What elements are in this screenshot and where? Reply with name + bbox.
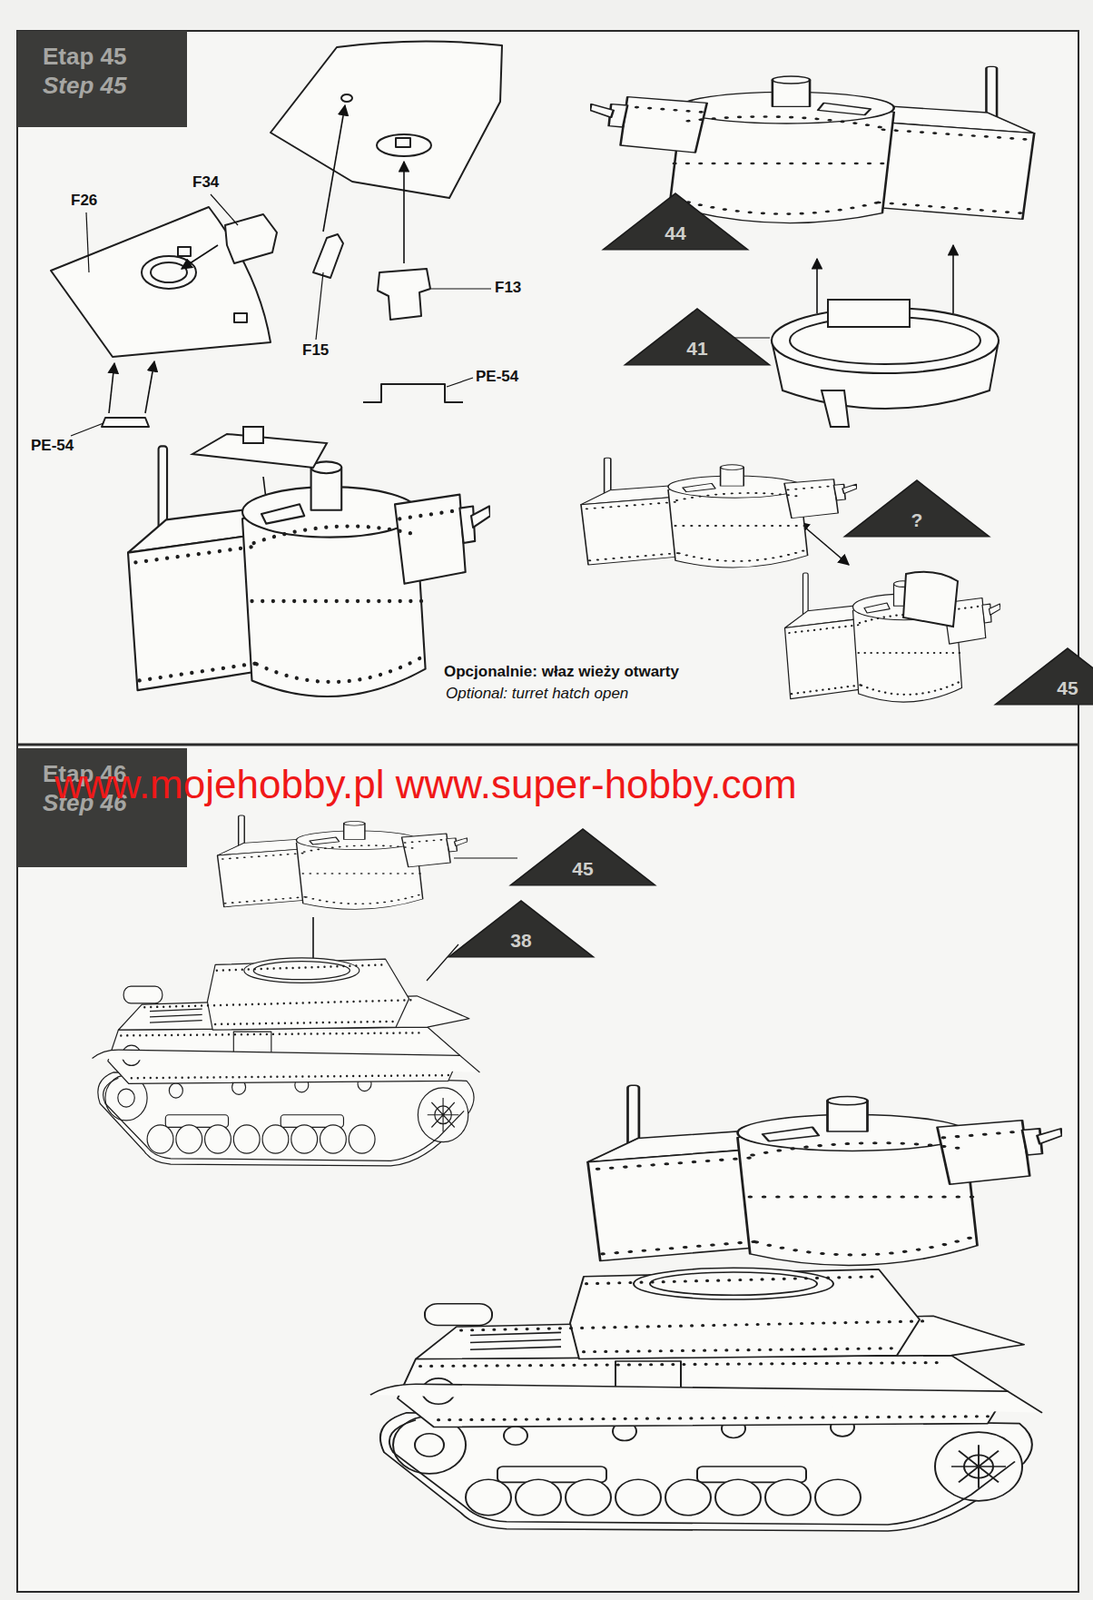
illustration-line [341, 94, 353, 102]
illustration-line [108, 363, 115, 414]
part-number: F26 [70, 191, 98, 210]
illustration-line [376, 134, 432, 157]
illustration-line [192, 426, 327, 468]
illustration-line [70, 423, 104, 436]
illustration-line [395, 137, 411, 148]
illustration-line [588, 1084, 1064, 1265]
part-number: PE-54 [30, 436, 74, 455]
illustration-line [816, 258, 818, 314]
illustration-line [377, 268, 431, 320]
illustration-line [17, 743, 1079, 747]
illustration-line [150, 262, 188, 283]
illustration-line [370, 1267, 1043, 1531]
illustration-line [210, 194, 238, 226]
illustration-line [243, 426, 264, 444]
part-number: F34 [192, 173, 219, 192]
illustration-line [580, 457, 857, 568]
assembly-arrows [108, 105, 954, 990]
illustration-line [827, 299, 910, 327]
option-note: Opcjonalnie: właz wieży otwarty [443, 661, 680, 682]
illustration-line [234, 313, 247, 323]
step-title: Etap 45 [42, 41, 173, 71]
callout-number: 45 [993, 677, 1093, 700]
part-number: F13 [494, 278, 522, 297]
tank-drawings [92, 815, 1063, 1531]
illustration-line [92, 957, 481, 1166]
illustration-line [225, 214, 277, 264]
turret-drawings [128, 66, 1034, 702]
illustration-line [270, 40, 503, 198]
callout-number: 38 [446, 929, 596, 952]
illustration-line [771, 299, 999, 427]
illustration-line [403, 161, 405, 264]
illustration-line [821, 390, 849, 427]
callout-triangle: 38 [446, 899, 596, 958]
illustration-line [903, 571, 958, 627]
illustration-line [590, 66, 1034, 223]
part-number: F15 [302, 341, 329, 360]
illustration-line [17, 30, 1079, 1592]
illustration-line [785, 572, 1002, 702]
illustration-line [323, 105, 345, 232]
illustration-line [141, 256, 197, 289]
illustration-line [453, 856, 518, 858]
illustration-line [145, 361, 155, 414]
callout-triangle: 45 [993, 647, 1093, 706]
illustration-line [181, 245, 218, 269]
illustration-line [86, 212, 89, 273]
illustration-line [128, 445, 491, 697]
callout-number: 44 [600, 222, 750, 245]
illustration-line [313, 234, 344, 278]
callout-triangle: ? [842, 479, 992, 538]
step-title: Step 45 [42, 70, 173, 100]
illustration-line [431, 287, 492, 289]
callout-number: 45 [508, 857, 658, 880]
page-frame [17, 30, 1079, 1592]
triangle-outline [994, 648, 1093, 705]
callout-number: ? [842, 509, 992, 532]
illustration-line [590, 66, 1034, 223]
illustration-line [315, 272, 324, 340]
illustration-line [101, 417, 149, 427]
callout-triangle: 45 [508, 827, 658, 887]
illustration-line [177, 246, 191, 257]
illustration-line [446, 377, 473, 387]
watermark: www.mojehobby.pl www.super-hobby.com [54, 760, 798, 808]
illustration-line [217, 815, 469, 909]
illustration-line [952, 245, 955, 314]
option-note: Optional: turret hatch open [445, 683, 629, 704]
callout-number: 41 [622, 337, 772, 360]
step-header: Etap 45Step 45 [17, 30, 188, 128]
illustration-line [426, 944, 459, 981]
callout-triangle: 41 [622, 307, 772, 366]
callout-triangle: 44 [600, 192, 750, 251]
part-number: PE-54 [475, 367, 519, 386]
